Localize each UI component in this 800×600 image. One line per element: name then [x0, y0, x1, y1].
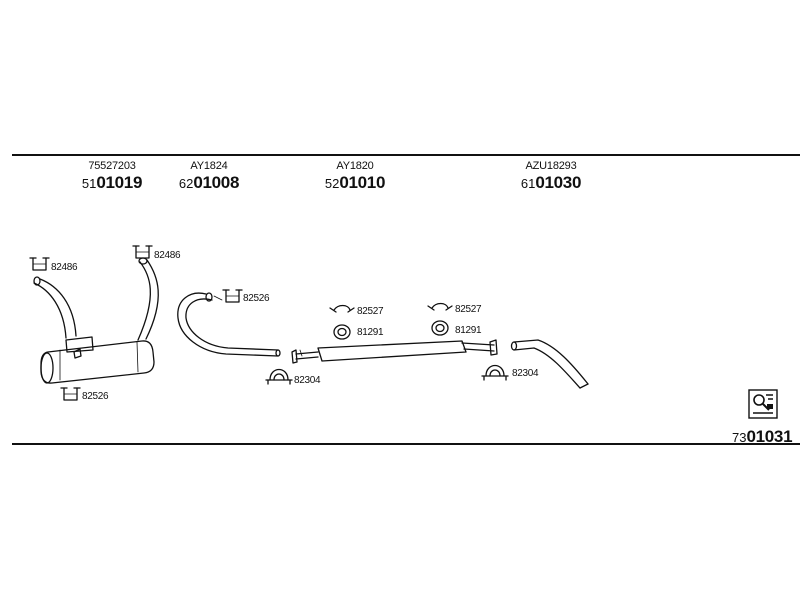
part-label-hanger-left-1: 82486 [51, 262, 78, 273]
part-label-pipe-hanger: 82526 [243, 293, 270, 304]
inlet-pipe-right [137, 257, 159, 341]
hanger-mid-1 [329, 304, 355, 313]
pipe-hanger-bracket [222, 289, 243, 303]
top-divider [12, 154, 800, 156]
header-column-4: AZU18293 6101030 [496, 160, 606, 193]
reference-number: AZU18293 [525, 160, 577, 172]
header-column-2: AY1824 6201008 [154, 160, 264, 193]
front-pipe [177, 292, 281, 357]
part-number: 5101019 [81, 173, 143, 192]
reference-number: AY1820 [336, 160, 374, 172]
reference-number: AY1824 [190, 160, 228, 172]
rubber-ring-2 [431, 320, 449, 336]
rubber-hanger-left-2 [132, 245, 153, 259]
part-label-clamp-2: 82304 [512, 368, 539, 379]
rubber-hanger-left-1 [29, 257, 50, 271]
rubber-ring-1 [333, 324, 351, 340]
part-label-ring-mid-1: 81291 [357, 327, 384, 338]
part-label-muffler-bracket: 82526 [82, 391, 109, 402]
quality-info-icon [748, 389, 778, 419]
part-number: 5201010 [324, 173, 386, 192]
part-number: 6101030 [520, 173, 582, 192]
part-label-hanger-left-2: 82486 [154, 250, 181, 261]
part-label-ring-mid-2: 81291 [455, 325, 482, 336]
part-label-hanger-mid-1: 82527 [357, 306, 384, 317]
reference-number: 75527203 [88, 160, 136, 172]
pipe-clamp-2 [481, 364, 509, 381]
muffler-bracket [60, 387, 81, 401]
inlet-pipe-left [33, 276, 77, 339]
header-column-3: AY1820 5201010 [300, 160, 410, 193]
part-label-clamp-1: 82304 [294, 375, 321, 386]
hanger-mid-2 [427, 302, 453, 311]
tail-pipe [510, 339, 589, 389]
pipe-clamp-1 [265, 368, 293, 385]
front-muffler [40, 336, 155, 384]
part-label-hanger-mid-2: 82527 [455, 304, 482, 315]
middle-silencer [291, 339, 498, 364]
part-number: 6201008 [178, 173, 240, 192]
bottom-divider [12, 443, 800, 445]
footer-part-number: 7301031 [732, 427, 793, 446]
header-column-1: 75527203 5101019 [57, 160, 167, 193]
